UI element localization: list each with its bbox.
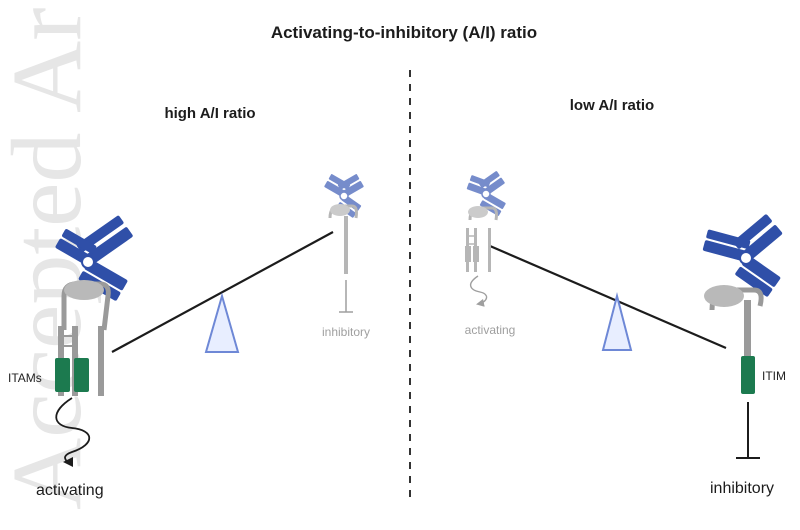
left-heading: high A/I ratio [164,105,255,122]
activating-receptor-small: activating [465,171,516,337]
left-panel: high A/I ratio [8,105,370,499]
activating-receptor-large: ITAMs activating [8,215,133,499]
receptor-head [704,285,744,307]
antibody-icon [55,215,133,301]
itim-label: ITIM [762,369,786,383]
receptor-chain [98,326,104,396]
activating-label-large: activating [36,482,104,499]
receptor-head [64,280,104,300]
inhibitory-receptor-small: inhibitory [322,174,370,339]
itam-motif [74,358,89,392]
itam-motif [55,358,70,392]
right-heading: low A/I ratio [570,97,654,114]
inhibitory-receptor-large: ITIM inhibitory [702,214,786,497]
right-panel: low A/I ratio [465,97,786,497]
seesaw-beam-right [489,244,727,350]
inhibitory-label-large: inhibitory [710,480,774,497]
activating-label-small: activating [465,323,516,337]
activating-signal-arrow-small [470,275,488,307]
seesaw-beam-left [111,231,334,353]
receptor-chain [744,300,751,360]
fulcrum-left [204,292,240,353]
inhibitory-label-small: inhibitory [322,325,370,339]
antibody-icon [466,171,506,216]
activating-signal-arrow [55,397,91,467]
fulcrum-right [601,292,633,351]
antibody-icon [702,214,783,297]
itim-motif [741,356,755,394]
page-title: Activating-to-inhibitory (A/I) ratio [271,23,537,42]
itam-label: ITAMs [8,371,42,385]
